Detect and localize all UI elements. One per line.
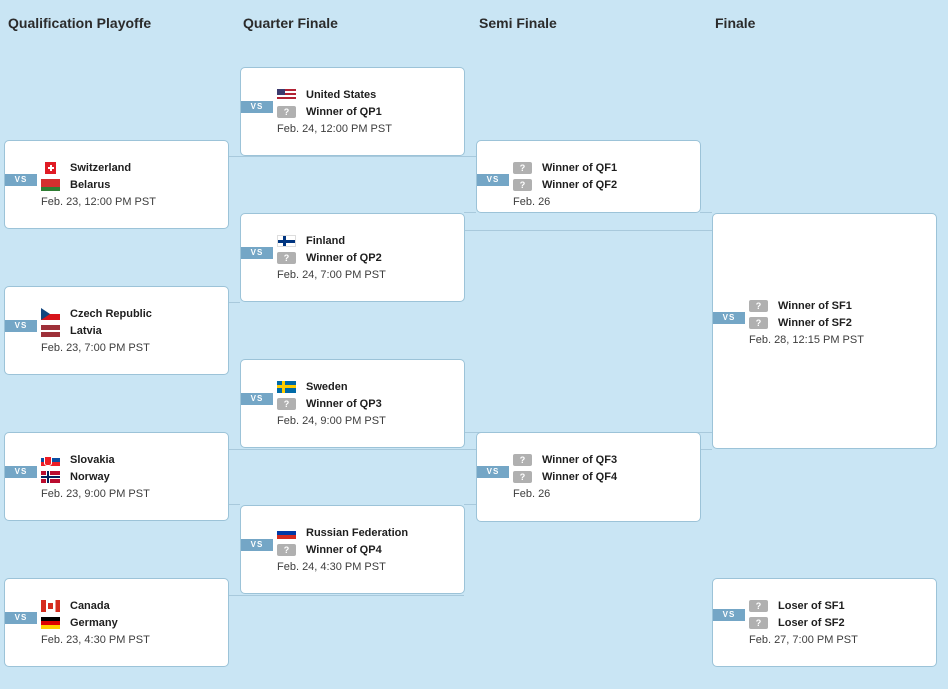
- vs-badge: VS: [477, 174, 509, 186]
- team-name: Finland: [306, 235, 346, 247]
- column-title-quarter: Quarter Finale: [243, 15, 338, 31]
- match-date: Feb. 23, 7:00 PM PST: [41, 342, 150, 354]
- team-name: Winner of SF2: [778, 317, 852, 329]
- connector-line: [464, 504, 476, 505]
- flag-norway-icon: [41, 471, 60, 483]
- connector-line: [464, 230, 712, 231]
- unknown-team-icon: ?: [277, 106, 296, 118]
- flag-canada-icon: [41, 600, 60, 612]
- match-card-sf1[interactable]: VS ? Winner of QF1 ? Winner of QF2 Feb. …: [476, 140, 701, 213]
- match-card-qp4[interactable]: VS Canada Germany Feb. 23, 4:30 PM PST: [4, 578, 229, 667]
- match-card-bronze[interactable]: VS ? Loser of SF1 ? Loser of SF2 Feb. 27…: [712, 578, 937, 667]
- team-name: United States: [306, 89, 377, 101]
- team-name: Russian Federation: [306, 527, 409, 539]
- match-card-qf2[interactable]: VS Finland ? Winner of QP2 Feb. 24, 7:00…: [240, 213, 465, 302]
- match-card-qf3[interactable]: VS Sweden ? Winner of QP3 Feb. 24, 9:00 …: [240, 359, 465, 448]
- unknown-team-icon: ?: [513, 179, 532, 191]
- team-name: Latvia: [70, 325, 102, 337]
- unknown-team-icon: ?: [749, 600, 768, 612]
- team-name: Loser of SF2: [778, 617, 845, 629]
- match-date: Feb. 24, 9:00 PM PST: [277, 415, 386, 427]
- team-name: Winner of QP4: [306, 544, 382, 556]
- unknown-team-icon: ?: [513, 162, 532, 174]
- unknown-team-icon: ?: [513, 471, 532, 483]
- team-name: Loser of SF1: [778, 600, 845, 612]
- match-card-sf2[interactable]: VS ? Winner of QF3 ? Winner of QF4 Feb. …: [476, 432, 701, 522]
- match-card-qf1[interactable]: VS United States ? Winner of QP1 Feb. 24…: [240, 67, 465, 156]
- match-date: Feb. 23, 9:00 PM PST: [41, 488, 150, 500]
- flag-switzerland-icon: [41, 162, 60, 174]
- unknown-team-icon: ?: [749, 300, 768, 312]
- team-name: Canada: [70, 600, 110, 612]
- flag-latvia-icon: [41, 325, 60, 337]
- match-card-final[interactable]: VS ? Winner of SF1 ? Winner of SF2 Feb. …: [712, 213, 937, 449]
- vs-badge: VS: [241, 539, 273, 551]
- match-card-qp3[interactable]: VS Slovakia Norway Feb. 23, 9:00 PM PST: [4, 432, 229, 521]
- column-title-final: Finale: [715, 15, 756, 31]
- match-date: Feb. 24, 12:00 PM PST: [277, 123, 392, 135]
- vs-badge: VS: [5, 174, 37, 186]
- flag-finland-icon: [277, 235, 296, 247]
- vs-badge: VS: [5, 320, 37, 332]
- match-date: Feb. 26: [513, 488, 551, 500]
- team-name: Germany: [70, 617, 118, 629]
- column-title-qualification: Qualification Playoffe: [8, 15, 152, 31]
- unknown-team-icon: ?: [277, 252, 296, 264]
- flag-germany-icon: [41, 617, 60, 629]
- team-name: Winner of QF4: [542, 471, 618, 483]
- unknown-team-icon: ?: [749, 617, 768, 629]
- unknown-team-icon: ?: [513, 454, 532, 466]
- match-card-qp1[interactable]: VS Switzerland Belarus Feb. 23, 12:00 PM…: [4, 140, 229, 229]
- vs-badge: VS: [5, 466, 37, 478]
- unknown-team-icon: ?: [277, 544, 296, 556]
- match-date: Feb. 23, 4:30 PM PST: [41, 634, 150, 646]
- team-name: Winner of QF2: [542, 179, 618, 191]
- team-name: Winner of QF1: [542, 162, 618, 174]
- match-date: Feb. 24, 7:00 PM PST: [277, 269, 386, 281]
- team-name: Belarus: [70, 179, 111, 191]
- team-name: Winner of QP3: [306, 398, 382, 410]
- vs-badge: VS: [5, 612, 37, 624]
- vs-badge: VS: [241, 247, 273, 259]
- team-name: Winner of SF1: [778, 300, 852, 312]
- unknown-team-icon: ?: [749, 317, 768, 329]
- team-name: Winner of QF3: [542, 454, 618, 466]
- connector-line: [228, 156, 476, 157]
- unknown-team-icon: ?: [277, 398, 296, 410]
- vs-badge: VS: [713, 609, 745, 621]
- vs-badge: VS: [713, 312, 745, 324]
- match-card-qp2[interactable]: VS Czech Republic Latvia Feb. 23, 7:00 P…: [4, 286, 229, 375]
- team-name: Norway: [70, 471, 110, 483]
- connector-line: [228, 449, 476, 450]
- flag-belarus-icon: [41, 179, 60, 191]
- connector-line: [228, 302, 240, 303]
- connector-line: [228, 504, 240, 505]
- flag-sweden-icon: [277, 381, 296, 393]
- match-date: Feb. 28, 12:15 PM PST: [749, 334, 864, 346]
- connector-line: [228, 595, 464, 596]
- team-name: Switzerland: [70, 162, 132, 174]
- flag-russian-federation-icon: [277, 527, 296, 539]
- vs-badge: VS: [241, 101, 273, 113]
- team-name: Czech Republic: [70, 308, 152, 320]
- match-date: Feb. 26: [513, 196, 551, 208]
- team-name: Winner of QP2: [306, 252, 382, 264]
- team-name: Winner of QP1: [306, 106, 382, 118]
- flag-czech-republic-icon: [41, 308, 60, 320]
- match-date: Feb. 24, 4:30 PM PST: [277, 561, 386, 573]
- connector-line: [700, 212, 712, 213]
- vs-badge: VS: [477, 466, 509, 478]
- flag-slovakia-icon: [41, 454, 60, 466]
- connector-line: [464, 212, 476, 213]
- team-name: Sweden: [306, 381, 348, 393]
- match-date: Feb. 27, 7:00 PM PST: [749, 634, 858, 646]
- column-title-semi: Semi Finale: [479, 15, 557, 31]
- match-date: Feb. 23, 12:00 PM PST: [41, 196, 156, 208]
- match-card-qf4[interactable]: VS Russian Federation ? Winner of QP4 Fe…: [240, 505, 465, 594]
- team-name: Slovakia: [70, 454, 115, 466]
- vs-badge: VS: [241, 393, 273, 405]
- flag-united-states-icon: [277, 89, 296, 101]
- connector-line: [700, 449, 712, 450]
